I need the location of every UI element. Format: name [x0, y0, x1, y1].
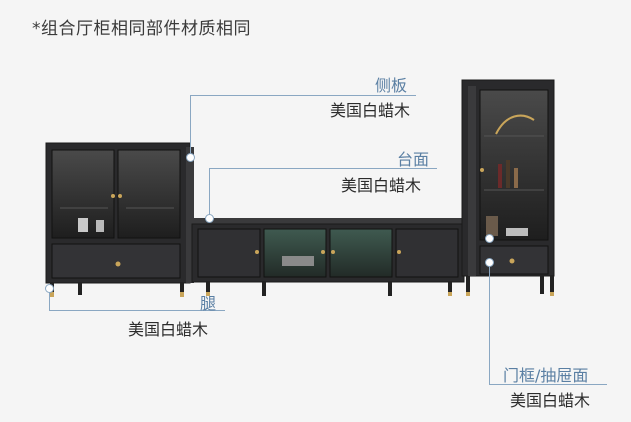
door-frame-leader-vertical — [489, 262, 490, 384]
legs-material-label: 美国白蜡木 — [128, 320, 209, 339]
door-frame-dot-lower — [485, 258, 494, 267]
right-tall-cabinet — [461, 79, 555, 296]
top-surface-leader-horizontal — [209, 168, 437, 169]
side-panel-dot — [186, 153, 195, 162]
legs-dot — [45, 284, 54, 293]
tv-stand — [191, 218, 465, 296]
side-panel-leader-horizontal — [190, 95, 416, 96]
top-surface-leader-vertical — [209, 168, 210, 218]
legs-leader-horizontal — [49, 310, 225, 311]
door-frame-leader-horizontal — [489, 384, 607, 385]
note-text: *组合厅柜相同部件材质相同 — [32, 19, 251, 39]
left-cabinet — [45, 142, 194, 297]
top-surface-part-label: 台面 — [397, 150, 430, 169]
legs-part-label: 腿 — [200, 294, 217, 313]
door-frame-material-label: 美国白蜡木 — [510, 391, 591, 410]
side-panel-part-label: 侧板 — [375, 76, 408, 95]
side-panel-material-label: 美国白蜡木 — [330, 101, 411, 120]
top-surface-material-label: 美国白蜡木 — [341, 176, 422, 195]
legs-leader-vertical — [49, 290, 50, 310]
top-surface-dot — [205, 214, 214, 223]
door-frame-dot-upper — [485, 234, 494, 243]
side-panel-leader-vertical — [190, 95, 191, 157]
door-frame-part-label: 门框/抽屉面 — [503, 366, 589, 385]
